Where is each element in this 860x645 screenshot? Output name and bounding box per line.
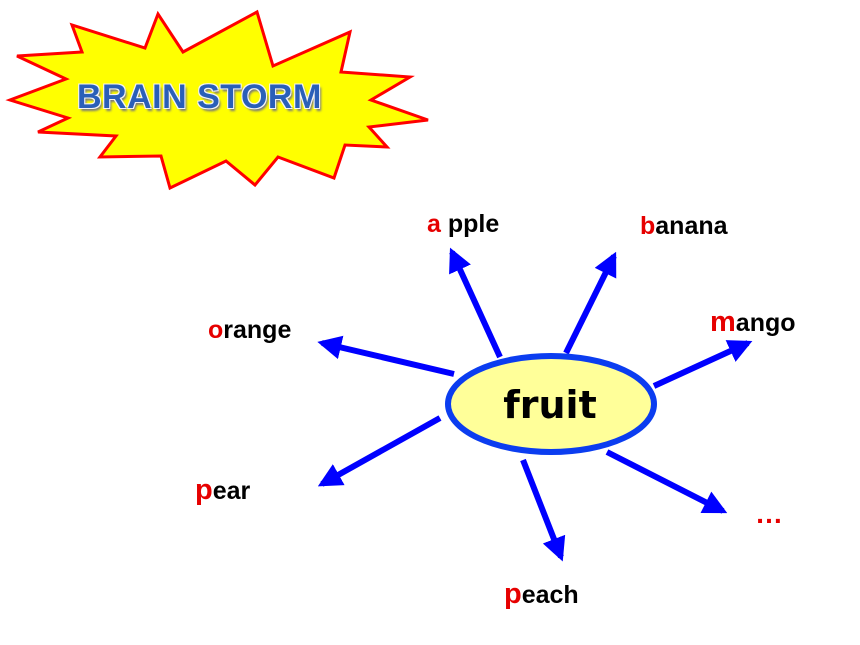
center-ellipse <box>445 353 657 455</box>
starburst-shape <box>5 9 429 191</box>
initial-letter: b <box>640 212 656 240</box>
word-apple: a pple <box>427 212 499 237</box>
more-ellipsis: … <box>755 498 784 529</box>
initial-letter: a <box>427 210 441 238</box>
word-banana: banana <box>640 214 728 239</box>
word-rest: ear <box>212 477 251 505</box>
arrow-to-apple <box>449 247 503 359</box>
initial-letter: p <box>195 474 213 506</box>
word-rest: range <box>223 316 292 344</box>
arrow-to-orange <box>317 335 455 377</box>
word-rest: anana <box>655 212 728 240</box>
initial-letter: p <box>504 578 522 610</box>
word-rest: pple <box>440 210 500 238</box>
word-rest: ango <box>735 309 796 337</box>
arrow-to-banana <box>563 251 617 355</box>
arrow-to-mango <box>652 340 753 389</box>
word-pear: pear <box>195 476 250 505</box>
initial-letter: o <box>208 316 224 344</box>
word-rest: each <box>521 581 579 609</box>
arrow-to-more <box>605 449 728 514</box>
arrow-to-pear <box>317 415 442 487</box>
word-orange: orange <box>208 318 291 343</box>
initial-letter: m <box>710 306 736 338</box>
arrow-to-peach <box>520 458 566 562</box>
center-topic: fruit <box>503 383 597 427</box>
word-peach: peach <box>504 580 579 609</box>
brainstorm-title: BRAIN STORM <box>77 78 322 116</box>
word-mango: mango <box>710 308 796 337</box>
